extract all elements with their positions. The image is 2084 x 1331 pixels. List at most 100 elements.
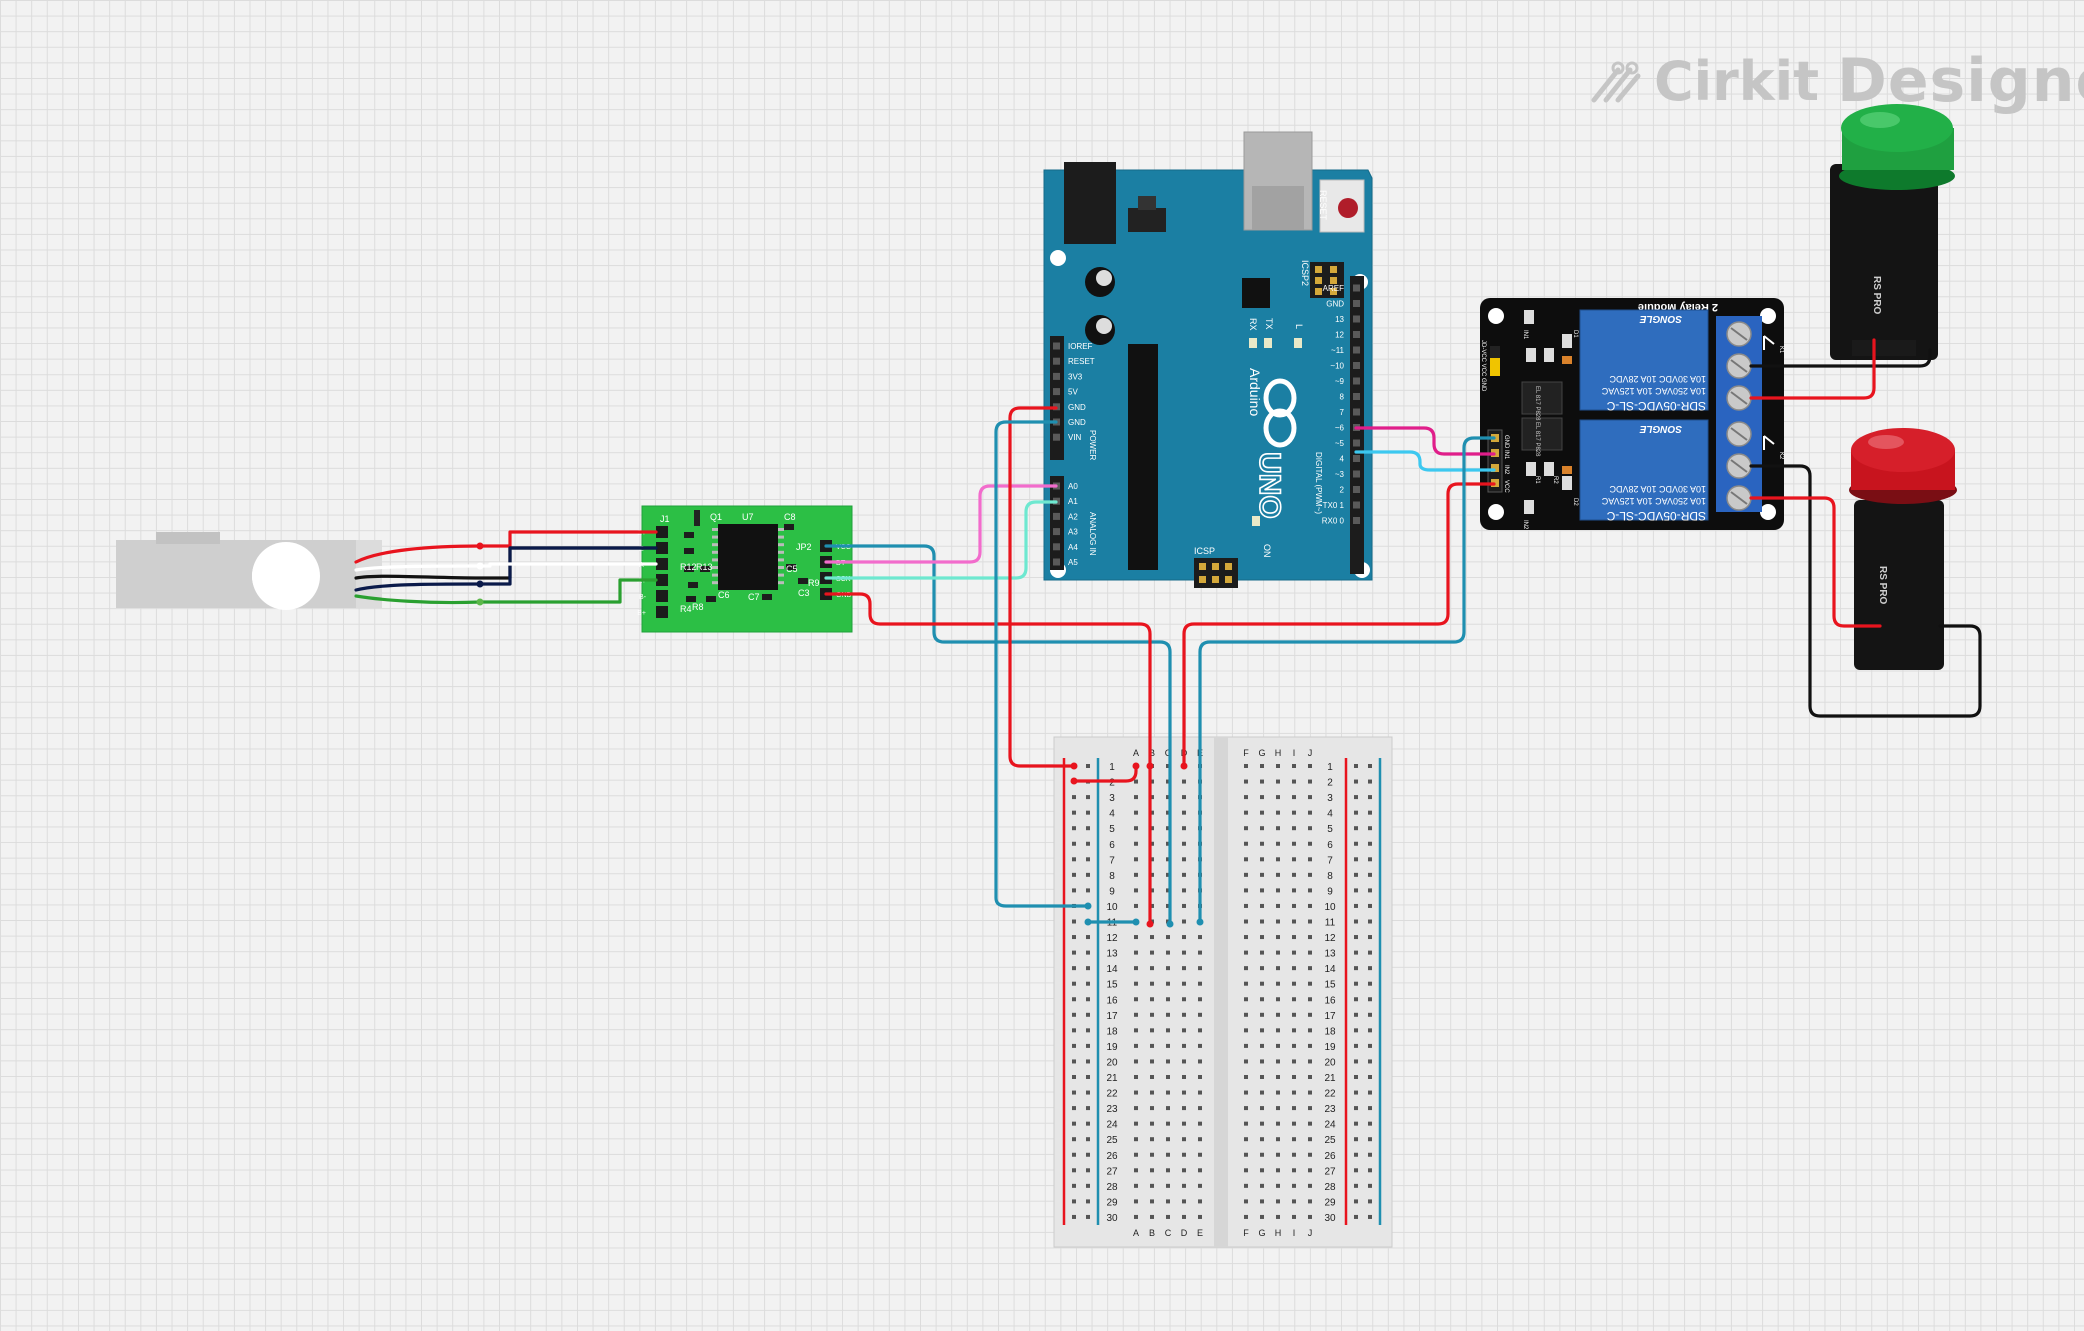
rail-hole	[1368, 997, 1372, 1002]
indicator-lamp-green[interactable]: RS PRO	[1830, 104, 1955, 360]
breadboard-hole	[1182, 1121, 1186, 1126]
load-cell[interactable]	[116, 532, 382, 610]
breadboard-hole	[1276, 1137, 1280, 1142]
capacitor-1-top	[1096, 270, 1112, 286]
breadboard-hole	[1134, 1183, 1138, 1188]
power-pin-label-5V: 5V	[1068, 388, 1078, 397]
breadboard-hole	[1260, 810, 1264, 815]
relay-res-3	[1526, 462, 1536, 476]
relay-input-header	[1487, 429, 1503, 493]
rx-led	[1249, 338, 1257, 348]
breadboard-hole	[1166, 1183, 1170, 1188]
rail-hole	[1072, 1183, 1076, 1188]
rail-hole	[1368, 1121, 1372, 1126]
relay-res-1	[1526, 348, 1536, 362]
breadboard-hole	[1292, 795, 1296, 800]
digital-pin-label-AREF: AREF	[1323, 284, 1344, 293]
breadboard-hole	[1308, 903, 1312, 908]
hx711-label-R9: R9	[808, 578, 820, 588]
digital-pin-label-RX0 0: RX0 0	[1322, 517, 1345, 526]
arduino-uno[interactable]: IOREFRESET3V35VGNDGNDVINA0A1A2A3A4A5AREF…	[1043, 131, 1373, 588]
relay-2-brand: SONGLE	[1639, 423, 1682, 434]
hx711-label-R13: R13	[696, 562, 713, 572]
breadboard-hole	[1182, 1075, 1186, 1079]
relay-1-rating-ac: 10A 250VAC 10A 125VAC	[1601, 386, 1706, 396]
breadboard-hole	[1166, 981, 1170, 986]
breadboard-hole	[1150, 1183, 1154, 1188]
breadboard-hole	[1166, 1106, 1170, 1111]
hx711-smd-10	[706, 596, 716, 602]
l-led	[1294, 338, 1302, 348]
breadboard-hole	[1166, 1028, 1170, 1033]
breadboard-hole	[1198, 1121, 1202, 1126]
breadboard-hole	[1276, 888, 1280, 893]
breadboard-hole	[1260, 1028, 1264, 1033]
breadboard-hole	[1260, 1106, 1264, 1111]
rail-hole	[1072, 1043, 1076, 1048]
hx711-smd-8	[798, 578, 808, 584]
green-lamp-glint	[1860, 112, 1900, 128]
relay-pin-label-IN1: IN1	[1503, 450, 1509, 460]
rail-hole	[1368, 764, 1372, 768]
optocoupler-2-label: EL 817 P828	[1534, 422, 1540, 457]
white-wire-loadcell-aminus	[354, 562, 658, 572]
rail-hole	[1072, 966, 1076, 971]
relay-pin-label-IN2: IN2	[1503, 465, 1509, 475]
breadboard-hole	[1166, 1090, 1170, 1095]
reset-button-cap[interactable]	[1338, 198, 1358, 218]
breadboard-hole	[1308, 841, 1312, 846]
row-number-right: 25	[1324, 1135, 1336, 1146]
breadboard-hole	[1182, 966, 1186, 971]
relay-module[interactable]: 2 Relay Module SDR-05VDC-SL-C 10A 250VAC…	[1480, 298, 1784, 530]
hx711-label-U7: U7	[742, 512, 754, 522]
screw-slot	[1730, 391, 1748, 405]
relay-1-rating-dc: 10A 30VDC 10A 28VDC	[1609, 374, 1706, 384]
breadboard-hole	[1166, 903, 1170, 908]
breadboard-hole	[1260, 779, 1264, 784]
analog-pin-label-A2: A2	[1068, 512, 1078, 521]
rail-hole	[1354, 966, 1358, 971]
chip-leg	[712, 528, 718, 531]
row-number-left: 22	[1106, 1089, 1118, 1100]
rail-hole	[1086, 997, 1090, 1002]
hx711-smd-9	[686, 596, 696, 602]
rail-hole	[1086, 841, 1090, 846]
blue-wire-relay-gnd	[1198, 436, 1496, 924]
breadboard-hole	[1134, 841, 1138, 846]
breadboard-hole	[1198, 1043, 1202, 1048]
rail-hole	[1086, 1028, 1090, 1033]
rail-hole	[1368, 1199, 1372, 1204]
breadboard-hole	[1166, 1059, 1170, 1064]
row-number-right: 17	[1324, 1011, 1336, 1022]
breadboard-hole	[1292, 857, 1296, 862]
icsp-pin	[1225, 563, 1232, 570]
digital-pin-label-13: 13	[1335, 315, 1344, 324]
rail-hole	[1086, 950, 1090, 955]
analog-pin-label-A3: A3	[1068, 528, 1078, 537]
relay-2-rating-dc: 10A 30VDC 10A 28VDC	[1609, 484, 1706, 494]
breadboard-hole	[1260, 981, 1264, 986]
row-number-left: 7	[1109, 855, 1115, 866]
hx711-label-C3: C3	[798, 588, 810, 598]
breadboard-hole	[1150, 1090, 1154, 1095]
hx711-pin-E+	[656, 526, 668, 538]
indicator-lamp-red[interactable]: RS PRO	[1849, 428, 1957, 670]
hx711-label-J1: J1	[660, 514, 670, 524]
rail-hole	[1086, 795, 1090, 800]
icsp-pin	[1199, 563, 1206, 570]
hx711-label-Q1: Q1	[710, 512, 722, 522]
column-label-bottom: D	[1181, 1228, 1188, 1238]
rail-hole	[1072, 981, 1076, 986]
wire-end-dot	[1132, 762, 1140, 770]
breadboard-hole	[1308, 1090, 1312, 1095]
breadboard-hole	[1276, 1075, 1280, 1079]
breadboard-hole	[1182, 888, 1186, 893]
breadboard-hole	[1292, 1106, 1296, 1111]
row-number-right: 21	[1324, 1073, 1336, 1084]
breadboard-hole	[1150, 857, 1154, 862]
breadboard-hole	[1134, 1012, 1138, 1017]
breadboard-center-channel	[1214, 737, 1228, 1247]
